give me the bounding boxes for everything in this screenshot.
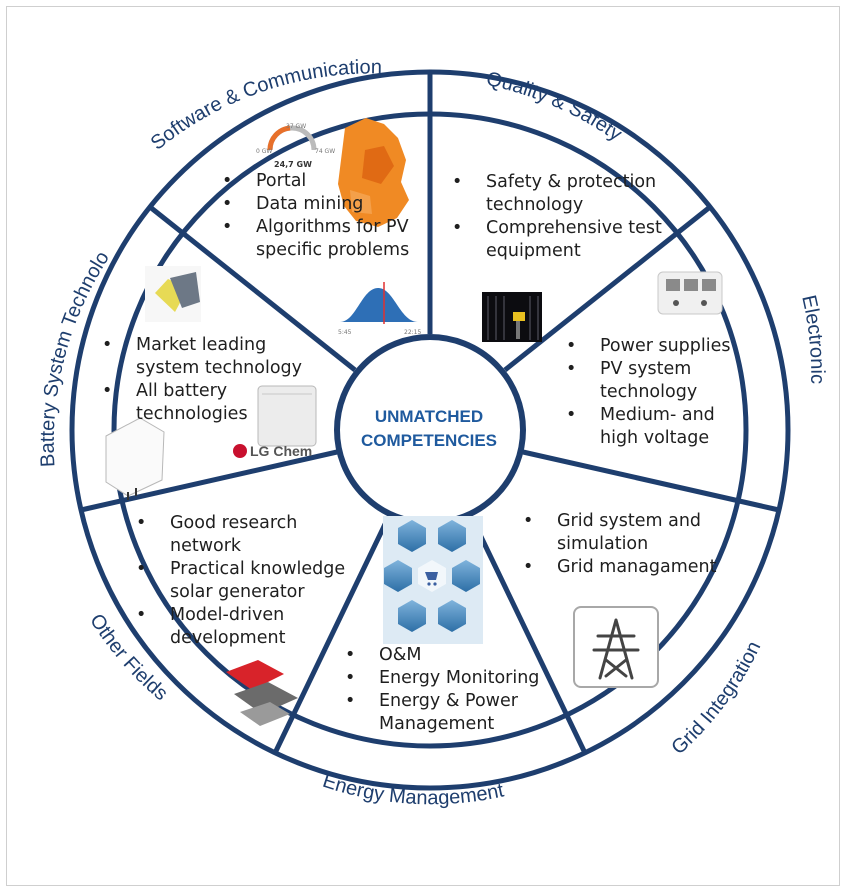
other-bullet: Model-driven development	[136, 604, 366, 650]
energy-hex-tiles-image	[383, 516, 483, 644]
energy-bullets: O&M Energy Monitoring Energy & Power Man…	[345, 644, 545, 736]
gauge-value: 24,7 GW	[274, 160, 312, 169]
software-bullets: Portal Data mining Algorithms for PV spe…	[222, 170, 418, 262]
curve-start-label: 5:45	[338, 329, 352, 336]
energy-bullet: Energy Monitoring	[345, 667, 545, 690]
lg-chem-label: LG Chem	[250, 443, 312, 459]
center-title-line1: UNMATCHED	[374, 407, 484, 426]
divider-lines	[80, 72, 780, 755]
lg-chem-logo: LG Chem	[233, 443, 312, 459]
slide-frame	[6, 6, 840, 886]
energy-bullet: Energy & Power Management	[345, 690, 545, 736]
software-bullet: Data mining	[222, 193, 418, 216]
other-bullet: Good research network	[136, 512, 366, 558]
electronic-bullet: Medium- and high voltage	[566, 404, 754, 450]
electronic-bullet: Power supplies	[566, 335, 754, 358]
gauge-left-label: 0 GW	[256, 148, 272, 155]
power-module-image	[657, 271, 723, 315]
other-bullet: Practical knowledge solar generator	[136, 558, 366, 604]
segment-title-electronic: Electronic	[797, 293, 828, 384]
center-title: UNMATCHED COMPETENCIES	[336, 405, 522, 453]
gauge-right-label: 74 GW	[315, 148, 335, 155]
battery-bullet: Market leading system technology	[102, 334, 302, 380]
software-bullet: Algorithms for PV specific problems	[222, 216, 418, 262]
solar-generator-image	[226, 660, 298, 726]
production-curve-image: 5:45 22:15	[338, 282, 421, 336]
gauge-top-label: 37 GW	[286, 123, 306, 130]
grid-bullet: Grid managament	[523, 556, 728, 579]
pylon-icon	[573, 606, 659, 688]
battery-pack-image	[145, 266, 201, 322]
center-title-line2: COMPETENCIES	[360, 431, 498, 450]
curve-end-label: 22:15	[404, 329, 421, 336]
grid-bullets: Grid system and simulation Grid managame…	[523, 510, 728, 579]
battery-bullets: Market leading system technology All bat…	[102, 334, 302, 426]
grid-bullet: Grid system and simulation	[523, 510, 728, 556]
quality-bullet: Comprehensive test equipment	[452, 217, 666, 263]
software-bullet: Portal	[222, 170, 418, 193]
other-bullets: Good research network Practical knowledg…	[136, 512, 366, 650]
pv-gauge-image: 37 GW 0 GW 74 GW 24,7 GW	[256, 123, 335, 169]
test-chamber-image	[482, 292, 542, 342]
quality-bullets: Safety & protection technology Comprehen…	[452, 171, 666, 263]
electronic-bullets: Power supplies PV system technology Medi…	[566, 335, 754, 450]
energy-bullet: O&M	[345, 644, 545, 667]
battery-bullet: All battery technologies	[102, 380, 302, 426]
quality-bullet: Safety & protection technology	[452, 171, 666, 217]
electronic-bullet: PV system technology	[566, 358, 754, 404]
